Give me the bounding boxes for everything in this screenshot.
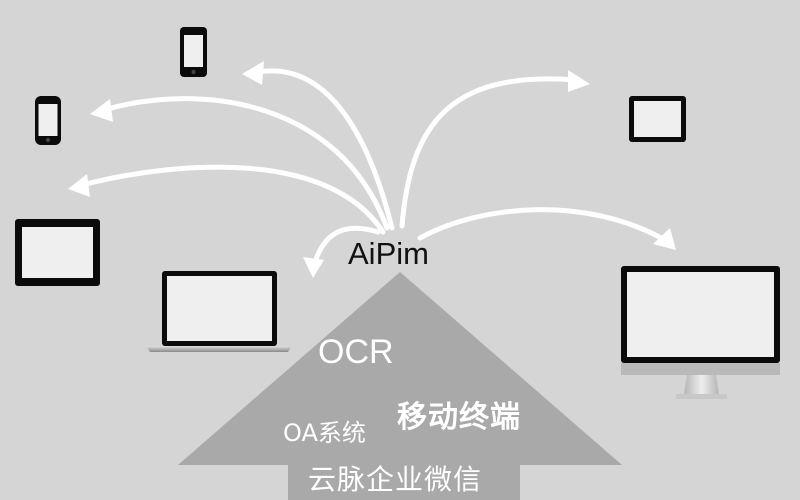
center-label: AiPim xyxy=(348,236,429,271)
arrow-to-laptop xyxy=(312,225,381,265)
tablet-icon xyxy=(15,219,100,286)
arrow-to-tablet-right xyxy=(399,76,578,229)
arrow-to-phone-top xyxy=(255,68,395,231)
pyramid-item-mobile: 移动终端 xyxy=(397,400,521,435)
arrowhead-icon xyxy=(568,70,590,92)
arrowhead-icon xyxy=(303,257,324,278)
arrowhead-icon xyxy=(242,61,264,85)
arrow-to-tablet-left xyxy=(79,164,386,235)
arrowhead-icon xyxy=(90,99,113,122)
arrowheads xyxy=(68,61,676,278)
monitor-icon xyxy=(621,266,780,399)
arrow-to-monitor xyxy=(417,207,668,243)
arrowhead-icon xyxy=(653,228,676,250)
phone-icon xyxy=(35,96,61,145)
laptop-icon xyxy=(146,271,292,352)
pyramid-item-wechat: 云脉企业微信 xyxy=(308,463,483,496)
pyramid-item-ocr: OCR xyxy=(318,333,394,371)
phone-icon xyxy=(180,27,207,77)
pyramid-item-oa: OA系统 xyxy=(283,419,366,447)
connection-arrows xyxy=(79,68,668,265)
tablet-icon xyxy=(629,96,686,142)
arrow-to-phone-left xyxy=(101,96,390,231)
pyramid-arrow xyxy=(178,272,622,500)
arrowhead-icon xyxy=(68,174,90,197)
